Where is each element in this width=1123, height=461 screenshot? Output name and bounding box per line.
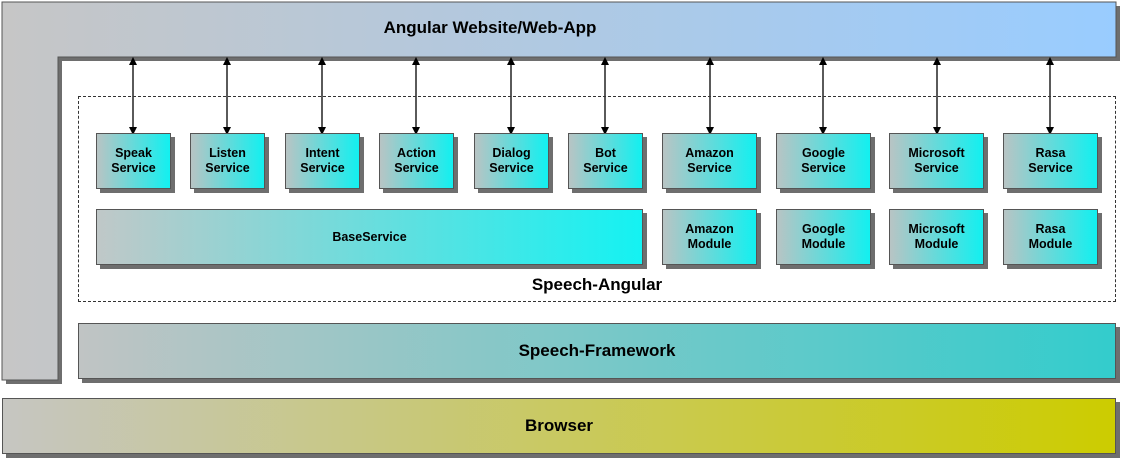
rasa-module-box: Rasa Module — [1003, 209, 1098, 265]
microsoft-service-box: Microsoft Service — [889, 133, 984, 189]
speech-angular-label: Speech-Angular — [531, 275, 663, 294]
google-service-box: Google Service — [776, 133, 871, 189]
rasa-service-box: Rasa Service — [1003, 133, 1098, 189]
bot-service-box: Bot Service — [568, 133, 643, 189]
base-service-box: BaseService — [96, 209, 643, 265]
speech-framework-layer: Speech-Framework — [78, 323, 1116, 379]
action-service-box: Action Service — [379, 133, 454, 189]
listen-service-box: Listen Service — [190, 133, 265, 189]
amazon-module-box: Amazon Module — [662, 209, 757, 265]
app-title: Angular Website/Web-App — [383, 18, 597, 37]
speak-service-box: Speak Service — [96, 133, 171, 189]
dialog-service-box: Dialog Service — [474, 133, 549, 189]
browser-layer: Browser — [2, 398, 1116, 454]
microsoft-module-box: Microsoft Module — [889, 209, 984, 265]
speech-angular-group — [78, 96, 1116, 302]
amazon-service-box: Amazon Service — [662, 133, 757, 189]
google-module-box: Google Module — [776, 209, 871, 265]
intent-service-box: Intent Service — [285, 133, 360, 189]
